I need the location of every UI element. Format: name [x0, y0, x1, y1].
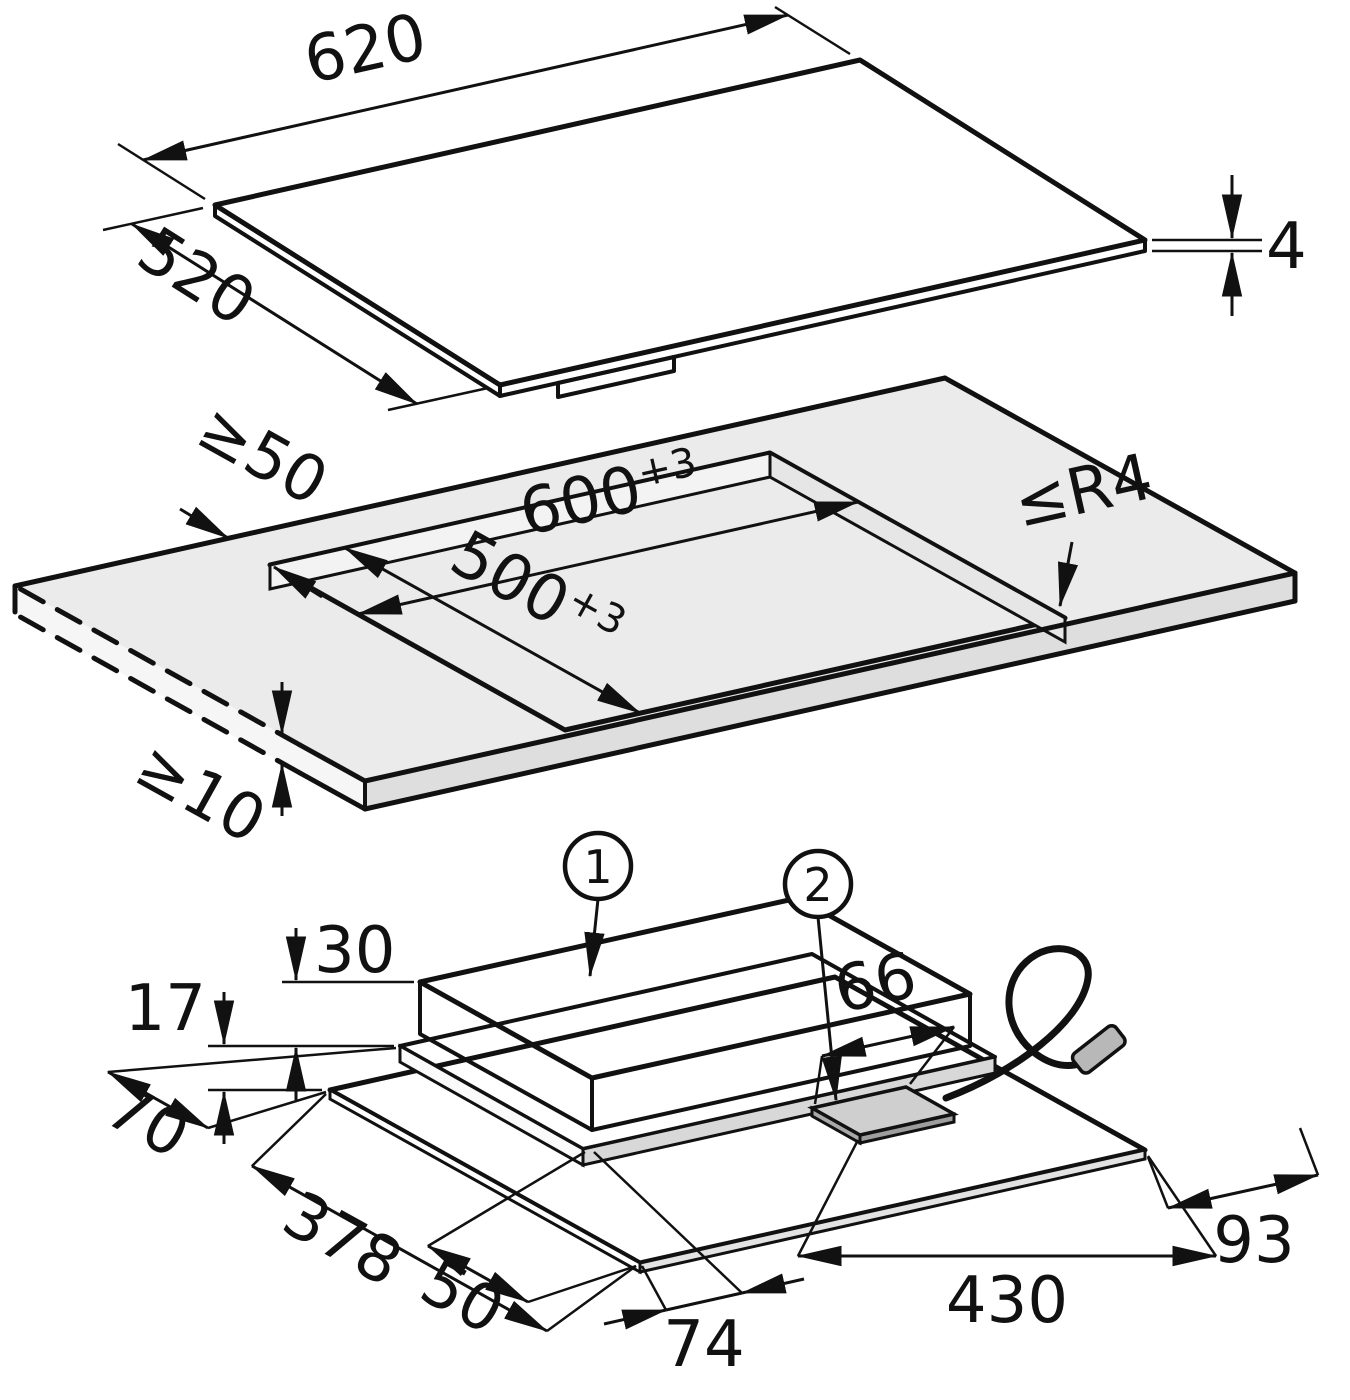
worktop-section-break-bottom [12, 611, 303, 776]
cutout-inner-wall-right [768, 450, 1067, 645]
callout-2-number: 2 [803, 858, 832, 912]
hob-housing-top-face [417, 895, 973, 1081]
callout-1: 1 [562, 830, 634, 978]
panel-top-face [212, 57, 1148, 388]
dim-17-label: 17 [125, 972, 206, 1046]
dim-4-thickness: 4 [1152, 175, 1307, 316]
dim-min50-label: ≥50 [185, 391, 339, 521]
callout-2-circle [782, 848, 854, 920]
dim-520: 520 [102, 206, 489, 412]
connection-box-top-face [807, 1085, 959, 1137]
dim-430: 430 [796, 1139, 1218, 1338]
dim-74-label: 74 [663, 1308, 744, 1382]
dim-620-label: 620 [298, 0, 433, 99]
dim-4-label: 4 [1266, 210, 1307, 284]
dim-378-label: 378 [271, 1178, 414, 1302]
worktop-left-face [15, 586, 365, 809]
dim-93: 93 [1146, 1127, 1320, 1278]
hob-glass-front-edge [638, 1148, 1147, 1274]
dim-620: 620 [117, 0, 851, 201]
dim-70-label: 70 [94, 1070, 201, 1174]
worktop-section-break-top [12, 583, 303, 748]
dim-93-label: 93 [1213, 1204, 1294, 1278]
dim-30-label: 30 [314, 914, 395, 988]
dim-17: 17 [125, 972, 322, 1144]
callout-1-circle [562, 830, 634, 902]
panel-underside-box [556, 355, 676, 399]
dim-66-label: 66 [828, 939, 924, 1029]
mains-connection-box [807, 1085, 959, 1146]
hob-body [327, 895, 1148, 1275]
dim-66: 66 [813, 939, 956, 1105]
cooktop-glass-panel [212, 57, 1148, 399]
dim-74: 74 [593, 1151, 805, 1382]
power-cable [942, 945, 1096, 1102]
dim-430-label: 430 [946, 1264, 1068, 1338]
callout-1-number: 1 [583, 840, 612, 894]
callout-2: 2 [782, 848, 854, 1102]
dim-30: 30 [208, 914, 414, 1100]
power-plug [1070, 1023, 1127, 1075]
